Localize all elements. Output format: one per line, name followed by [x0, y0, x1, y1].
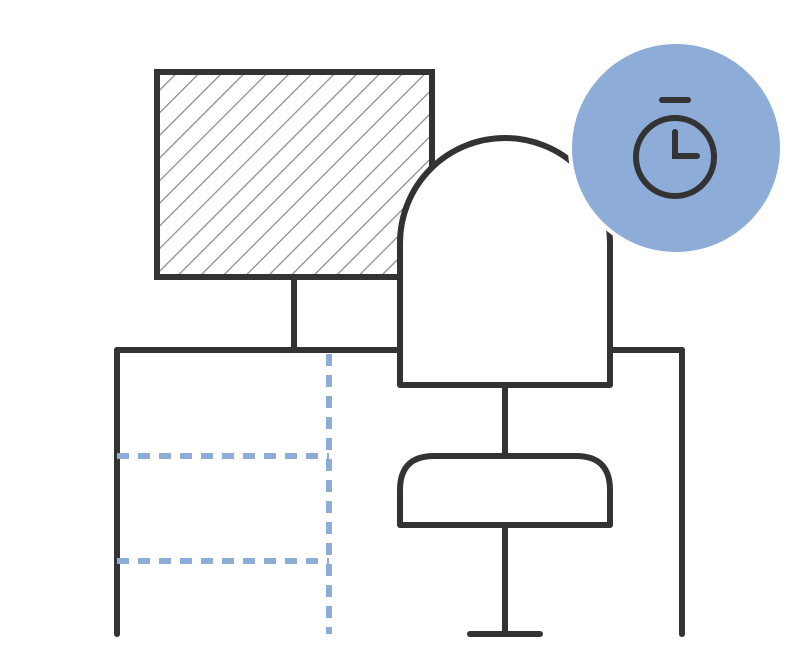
monitor-screen: [154, 69, 435, 280]
stopwatch-badge: [568, 40, 784, 256]
chair-seat: [397, 453, 613, 528]
monitor: [154, 69, 435, 350]
chair: [397, 135, 613, 637]
desk-drawers: [117, 354, 332, 634]
stopwatch-icon: [633, 97, 717, 199]
